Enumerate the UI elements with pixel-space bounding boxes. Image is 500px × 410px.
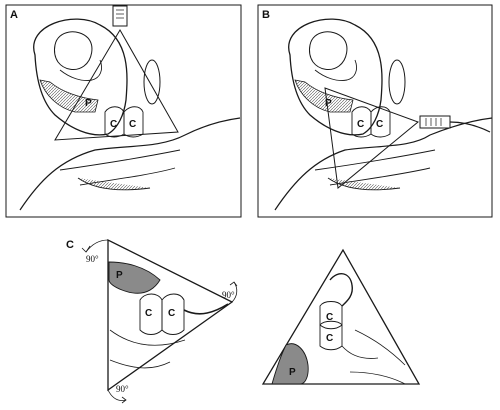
panel-b-probe <box>419 115 451 129</box>
panel-c-rotate-arrow-bottom <box>107 389 127 401</box>
panel-a-cervix-label-2: C <box>129 119 136 130</box>
panel-b-cervix-label-1: C <box>357 119 364 130</box>
panel-a-spine <box>77 177 151 191</box>
panel-c-cervix-right <box>161 293 185 335</box>
panel-a-placenta <box>39 79 99 113</box>
upright-scan-triangle <box>261 248 421 385</box>
panel-c-wall <box>183 303 229 315</box>
upright-cervix-label-1: C <box>326 312 333 323</box>
panel-c-cervix-label-1: C <box>145 308 152 319</box>
panel-a-letter: A <box>10 9 18 21</box>
panel-b-scan-plane <box>324 87 419 189</box>
panel-a-placenta-label: P <box>85 98 92 109</box>
panel-b-probe-cable <box>449 121 491 133</box>
panel-a-cervix-label-1: C <box>110 119 117 130</box>
panel-b: B P C C <box>257 4 493 218</box>
panel-a-bladder <box>143 59 161 105</box>
panel-c: C P C C 90° 90° 90° <box>66 238 238 404</box>
panel-b-fetus-body <box>314 59 358 81</box>
panel-a-probe <box>112 5 128 27</box>
panel-b-letter: B <box>262 9 270 21</box>
panel-a-fetus-body <box>59 59 103 81</box>
panel-a-frame <box>5 4 242 218</box>
panel-c-angle-right: 90° <box>222 290 235 300</box>
panel-b-spine <box>327 177 401 191</box>
upright-placenta <box>271 343 309 385</box>
panel-c-placenta-label: P <box>116 270 123 281</box>
panel-a-fetus-head <box>53 31 93 70</box>
panel-b-frame <box>257 4 493 218</box>
panel-c-placenta <box>108 261 161 294</box>
panel-a-body-contour <box>19 117 241 211</box>
panel-b-fetus-head <box>308 31 348 70</box>
panel-c-rotate-arrow-top <box>85 239 109 253</box>
panel-c-angle-bottom: 90° <box>116 384 129 394</box>
panel-b-placenta <box>294 79 354 113</box>
panel-b-bladder <box>388 59 406 105</box>
upright-cervix-label-2: C <box>326 333 333 344</box>
upright-wall <box>329 273 354 307</box>
panel-upright: P C C <box>261 248 421 385</box>
panel-b-placenta-label: P <box>325 98 332 109</box>
panel-b-body-contour <box>274 117 493 211</box>
upright-placenta-label: P <box>289 367 296 378</box>
panel-c-scan-triangle <box>107 238 234 392</box>
panel-c-angle-top: 90° <box>86 254 99 264</box>
panel-c-letter: C <box>66 239 74 251</box>
panel-b-cervix-label-2: C <box>376 119 383 130</box>
panel-b-uterus <box>288 18 383 136</box>
panel-a-uterus <box>33 18 128 136</box>
panel-a: A P C C <box>5 4 242 218</box>
panel-c-cervix-label-2: C <box>168 308 175 319</box>
panel-a-scan-plane <box>54 29 179 141</box>
